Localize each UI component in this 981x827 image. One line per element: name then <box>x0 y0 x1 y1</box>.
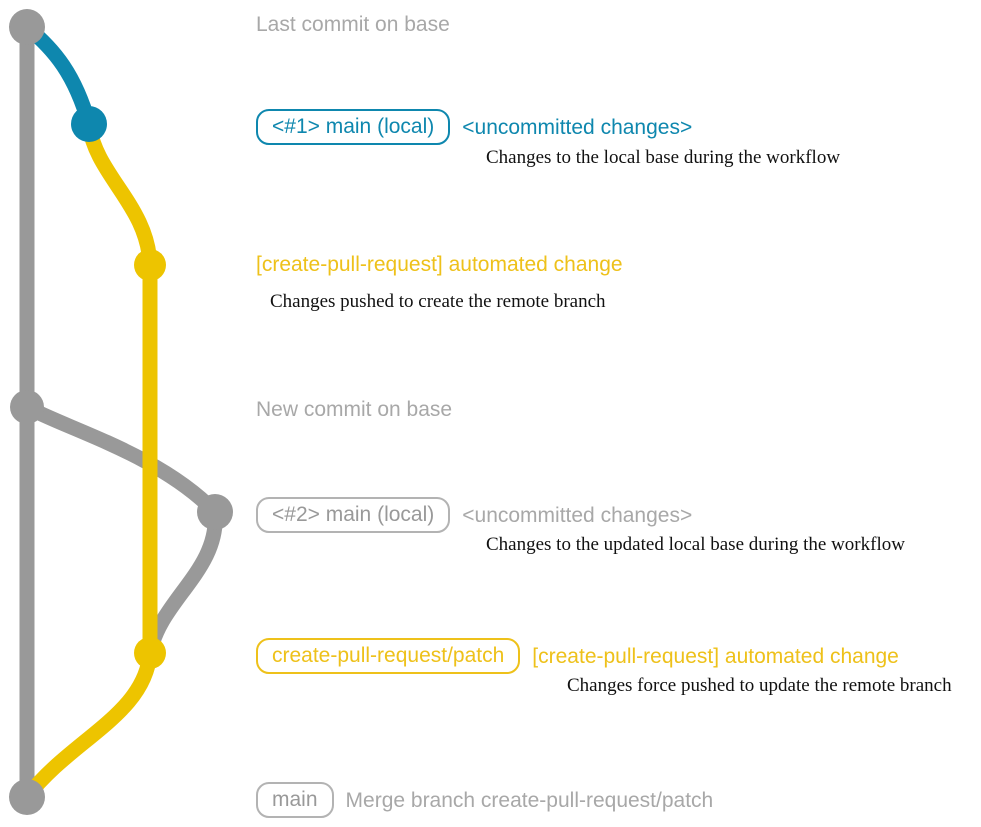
node-cpr-commit-1[interactable] <box>134 249 166 281</box>
edge-local1-to-cpr1 <box>81 116 158 273</box>
edge-newbase-to-local2 <box>19 399 223 520</box>
commit-subject: Merge branch create-pull-request/patch <box>345 788 714 812</box>
branch-pill-main[interactable]: main <box>256 782 334 818</box>
commit-subject: [create-pull-request] automated change <box>532 644 899 668</box>
node-new-base-commit[interactable] <box>10 390 44 424</box>
branch-pill-main-local-2[interactable]: <#2> main (local) <box>256 497 451 533</box>
commit-note-cpr-commit-1: Changes pushed to create the remote bran… <box>270 291 606 312</box>
branch-pill-create-pull-request-patch[interactable]: create-pull-request/patch <box>256 638 521 674</box>
commit-row-cpr-commit-2: create-pull-request/patch [create-pull-r… <box>256 638 899 674</box>
node-local-main-2[interactable] <box>197 494 233 530</box>
commit-note-local-main-2: Changes to the updated local base during… <box>486 534 905 555</box>
node-local-main-1[interactable] <box>71 106 107 142</box>
commit-row-last-commit-on-base: Last commit on base <box>256 14 450 35</box>
node-cpr-commit-2[interactable] <box>134 637 166 669</box>
commit-subject: <uncommitted changes> <box>462 115 693 139</box>
commit-subject: New commit on base <box>256 398 453 421</box>
commit-row-new-commit-on-base: New commit on base <box>256 399 452 420</box>
commit-note-local-main-1: Changes to the local base during the wor… <box>486 147 841 168</box>
commit-row-local-main-2: <#2> main (local) <uncommitted changes> <box>256 497 692 533</box>
commit-note-cpr-commit-2: Changes force pushed to update the remot… <box>567 675 952 696</box>
node-merge-commit[interactable] <box>9 779 45 815</box>
commit-row-cpr-commit-1: [create-pull-request] automated change <box>256 254 623 275</box>
commit-row-merge-commit: main Merge branch create-pull-request/pa… <box>256 782 713 818</box>
edge-cpr2-to-merge <box>19 645 158 805</box>
commit-subject: <uncommitted changes> <box>462 503 693 527</box>
commit-row-local-main-1: <#1> main (local) <uncommitted changes> <box>256 109 692 145</box>
commit-subject: [create-pull-request] automated change <box>256 253 623 276</box>
edge-local2-to-cpr2 <box>142 504 223 661</box>
branch-pill-main-local-1[interactable]: <#1> main (local) <box>256 109 451 145</box>
node-base-head[interactable] <box>9 9 45 45</box>
commit-subject: Last commit on base <box>256 13 450 36</box>
